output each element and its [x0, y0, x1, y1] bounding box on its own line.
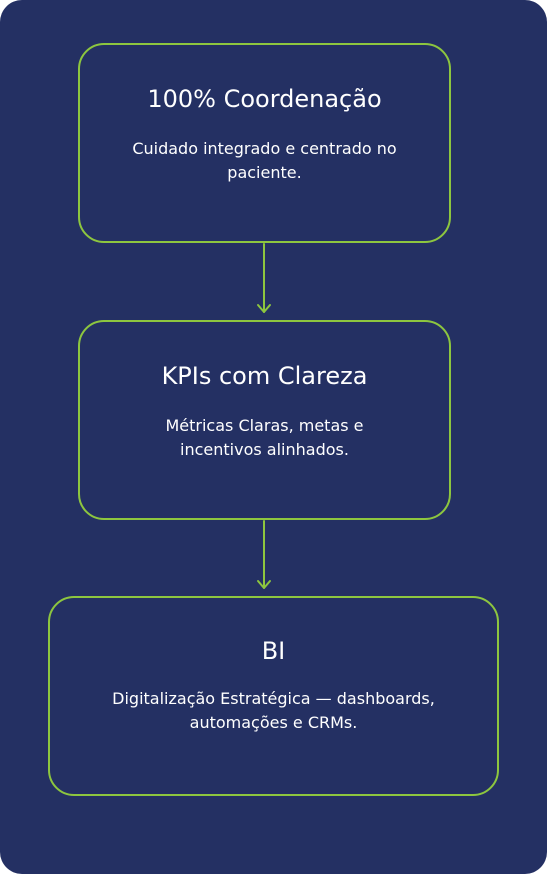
arrow-2-to-3: [257, 520, 271, 589]
step-description: Cuidado integrado e centrado no paciente…: [132, 139, 397, 182]
step-description: Digitalização Estratégica — dashboards, …: [112, 689, 435, 732]
step-box-kpis: KPIs com Clareza Métricas Claras, metas …: [78, 320, 451, 520]
step-title: BI: [261, 637, 286, 665]
step-title: 100% Coordenação: [147, 85, 382, 113]
arrow-head: [257, 580, 271, 589]
step-title: KPIs com Clareza: [161, 362, 368, 390]
step-box-bi: BI Digitalização Estratégica — dashboard…: [48, 596, 499, 796]
step-description: Métricas Claras, metas e incentivos alin…: [165, 416, 364, 459]
step-box-coordenacao: 100% Coordenação Cuidado integrado e cen…: [78, 43, 451, 243]
arrow-head: [257, 304, 271, 313]
arrow-1-to-2: [257, 243, 271, 313]
